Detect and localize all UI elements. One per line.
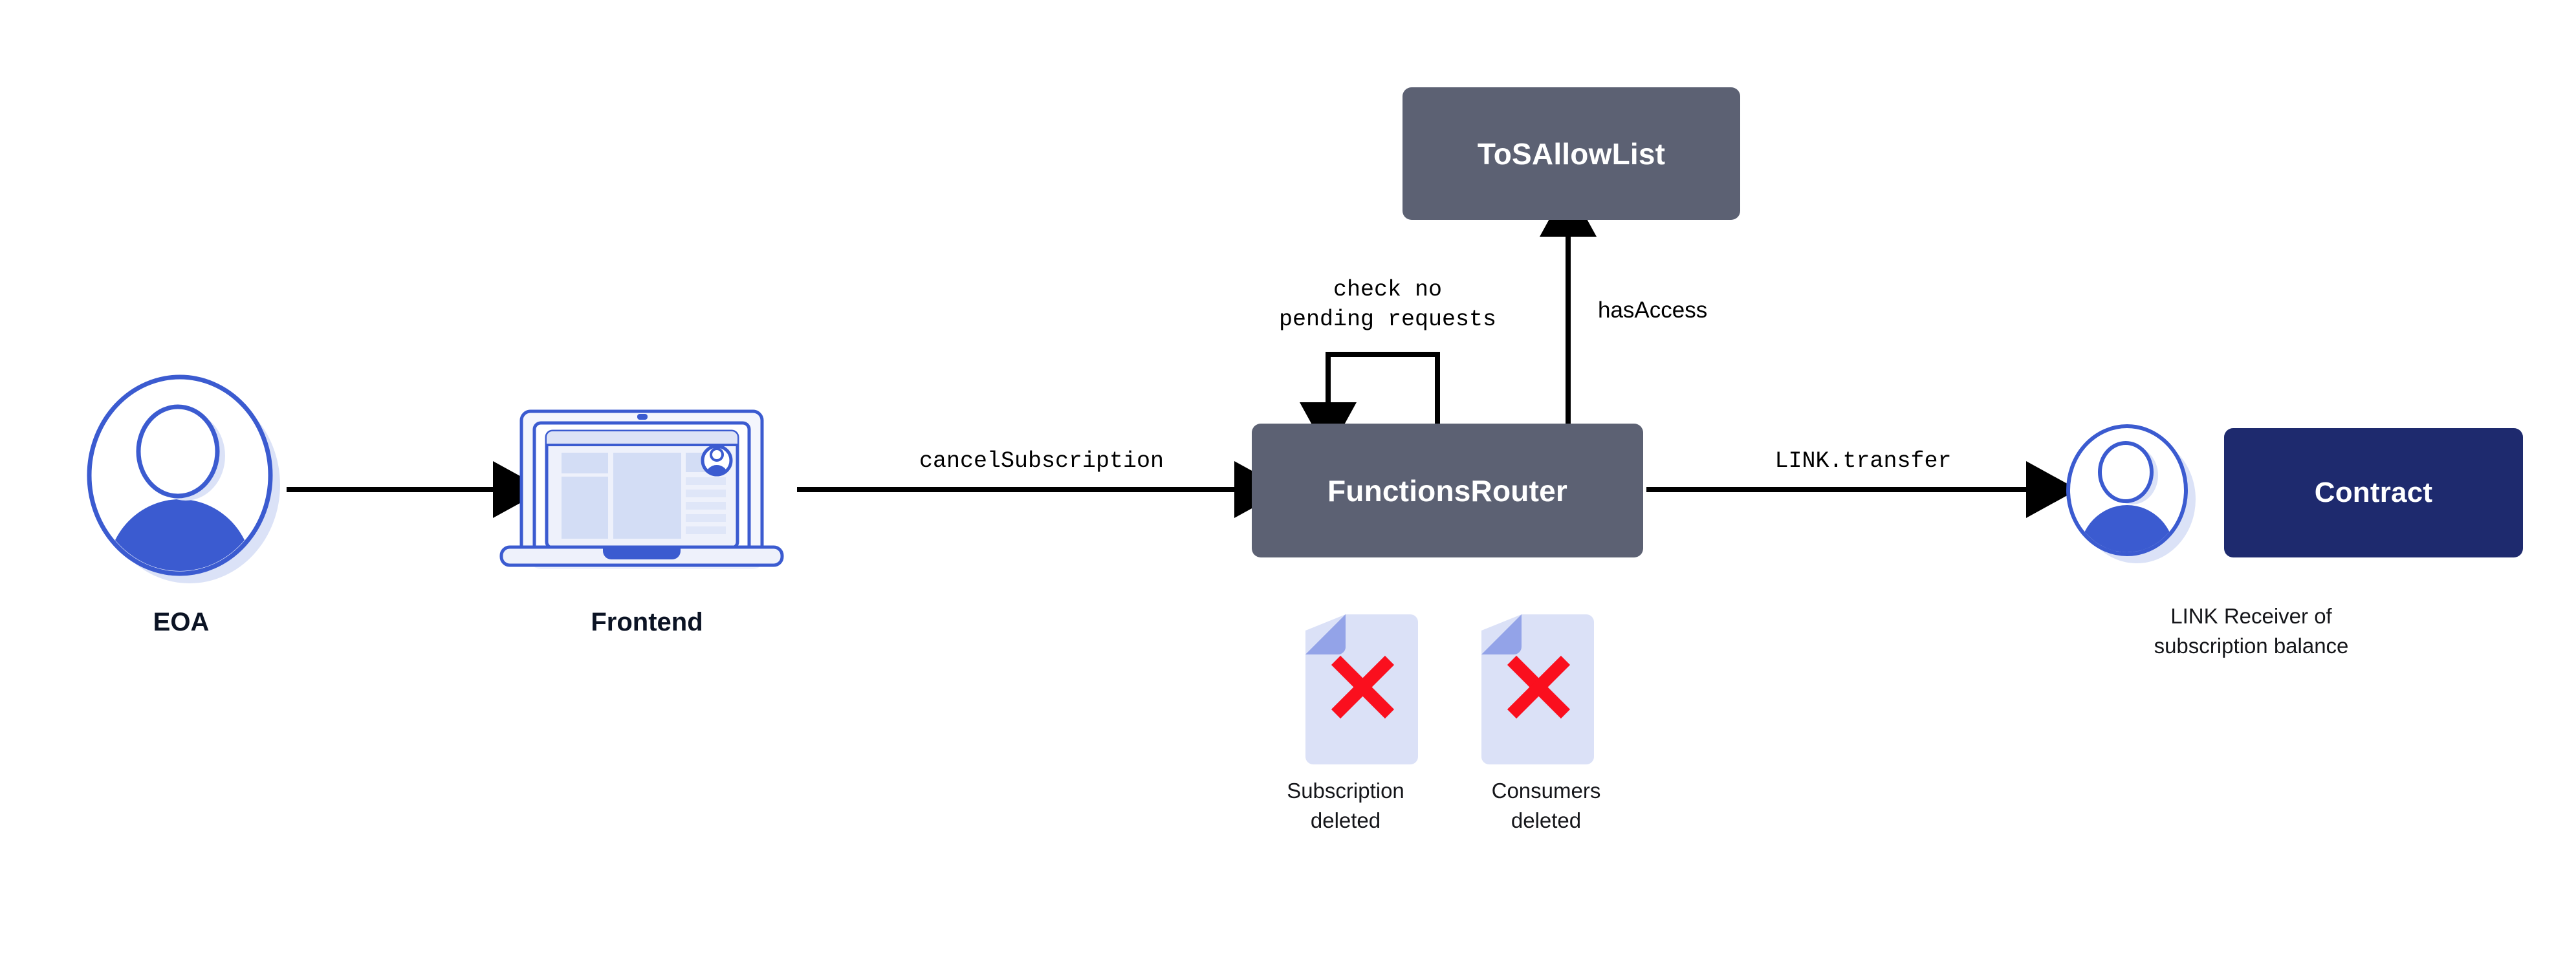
subscription-deleted-line1: Subscription <box>1287 779 1404 803</box>
functions-router-label: FunctionsRouter <box>1327 473 1567 508</box>
node-contract[interactable]: Contract <box>2224 428 2523 557</box>
subscription-deleted-caption: Subscription deleted <box>1249 776 1443 835</box>
consumers-deleted-line2: deleted <box>1511 808 1582 832</box>
subscription-deleted-line2: deleted <box>1310 808 1381 832</box>
frontend-label: Frontend <box>591 608 703 636</box>
edge-label-cancel-subscription: cancelSubscription <box>919 448 1164 474</box>
check-pending-line2: pending requests <box>1278 307 1497 333</box>
consumers-deleted-caption: Consumers deleted <box>1449 776 1643 835</box>
node-functions-router[interactable]: FunctionsRouter <box>1252 424 1643 557</box>
link-receiver-caption-line1: LINK Receiver of <box>2170 604 2332 628</box>
tos-allowlist-label: ToSAllowList <box>1477 136 1666 171</box>
contract-label: Contract <box>2314 477 2433 508</box>
edge-label-link-transfer: LINK.transfer <box>1774 448 1952 474</box>
edge-label-check-no-pending-requests: check no pending requests <box>1216 275 1559 334</box>
link-receiver-caption: LINK Receiver of subscription balance <box>2044 601 2458 660</box>
link-receiver-caption-line2: subscription balance <box>2154 633 2349 658</box>
node-tos-allowlist[interactable]: ToSAllowList <box>1403 87 1740 220</box>
edge-label-has-access: hasAccess <box>1598 297 1708 323</box>
consumers-deleted-line1: Consumers <box>1491 779 1601 803</box>
eoa-label: EOA <box>153 608 210 636</box>
check-pending-line1: check no <box>1333 277 1443 303</box>
